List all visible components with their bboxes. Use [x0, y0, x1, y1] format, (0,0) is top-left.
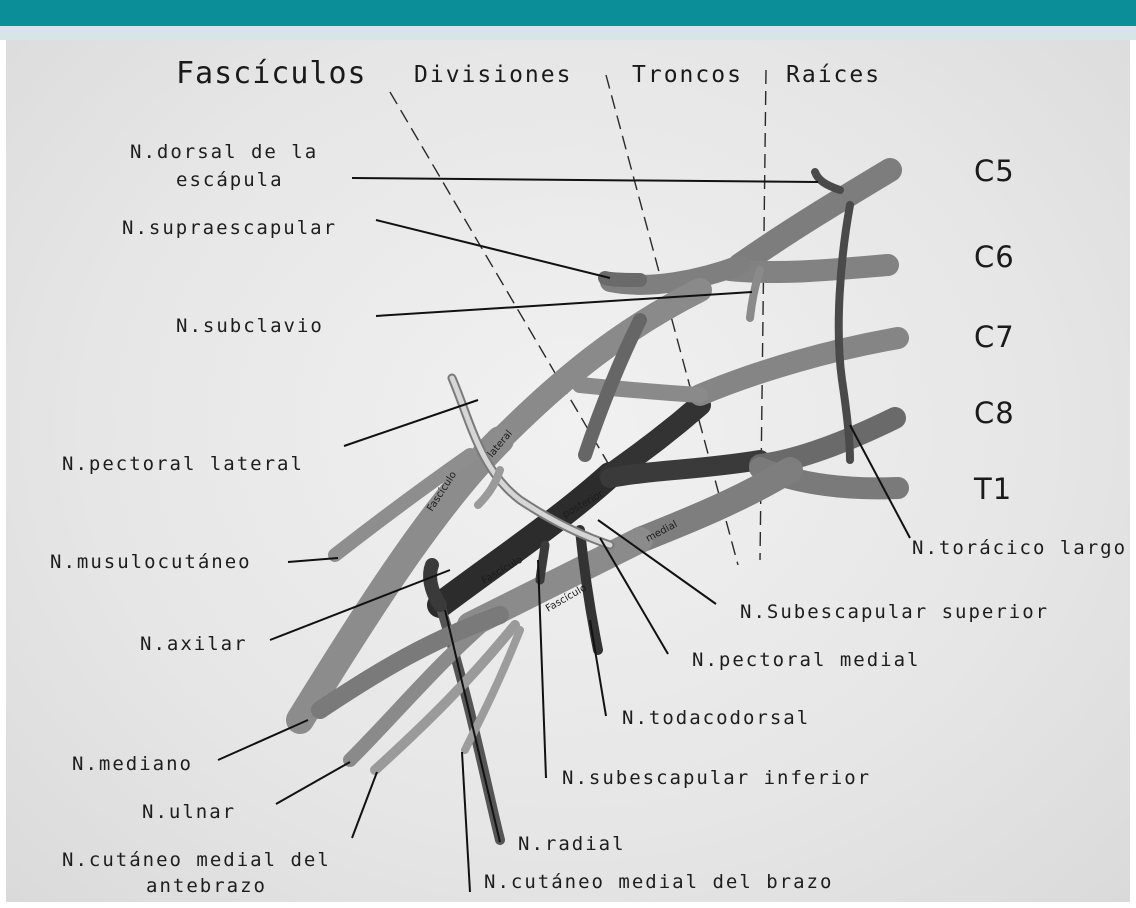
label-cutaneo-brazo: N.cutáneo medial del brazo: [484, 868, 833, 896]
leader-pectoral-lateral: [344, 400, 478, 446]
label-axilar: N.axilar: [140, 630, 248, 658]
label-radial: N.radial: [518, 830, 626, 858]
label-subclavio: N.subclavio: [176, 312, 324, 340]
long-thoracic-roots: [839, 205, 850, 460]
root-c8: [760, 418, 895, 465]
root-label-c5: C5: [974, 154, 1015, 188]
label-toracico-largo: N.torácico largo: [912, 534, 1127, 562]
label-musculocutaneo: N.musulocutáneo: [50, 548, 252, 576]
label-mediano: N.mediano: [72, 750, 193, 778]
label-pectoral-lateral: N.pectoral lateral: [62, 450, 304, 478]
label-dorsal-escapula-2: escápula: [176, 166, 284, 194]
label-dorsal-escapula-1: N.dorsal de la: [130, 138, 318, 166]
header-divisiones: Divisiones: [414, 62, 572, 88]
root-label-c7: C7: [974, 320, 1015, 354]
leader-dorsal-escapula: [352, 178, 818, 182]
header-fasciculos: Fascículos: [176, 56, 367, 91]
leader-ulnar: [276, 762, 350, 804]
leader-cutaneo-brazo: [462, 752, 470, 892]
root-c5: [740, 170, 890, 265]
dorsal-scapular-branch: [815, 172, 840, 190]
label-ulnar: N.ulnar: [142, 798, 236, 826]
label-pectoral-medial: N.pectoral medial: [692, 646, 920, 674]
root-label-t1: T1: [974, 472, 1012, 506]
root-label-c8: C8: [974, 396, 1015, 430]
label-toracodorsal: N.todacodorsal: [622, 704, 810, 732]
label-subescapular-superior: N.Subescapular superior: [740, 598, 1049, 626]
lower-subscapular-branch: [540, 545, 545, 580]
suprascapular-stub: [605, 278, 640, 280]
header-troncos: Troncos: [632, 62, 743, 88]
label-cutaneo-antebrazo-1: N.cutáneo medial del: [62, 846, 331, 874]
anterior-division-middle: [580, 385, 700, 395]
root-label-c6: C6: [974, 240, 1015, 274]
root-c7: [700, 338, 898, 395]
leader-mediano: [218, 720, 308, 760]
root-c6: [730, 265, 888, 272]
divider-fasciculos-divisiones: [390, 92, 612, 470]
label-supraescapular: N.supraescapular: [122, 214, 337, 242]
label-cutaneo-antebrazo-2: antebrazo: [146, 872, 267, 900]
leader-radial: [445, 610, 500, 842]
nerve-trunks: [300, 170, 898, 840]
leader-cutaneo-antebrazo: [352, 772, 377, 838]
leader-supraescapular: [376, 220, 610, 278]
axillary-nerve: [430, 565, 440, 605]
label-subescapular-inferior: N.subescapular inferior: [562, 764, 871, 792]
header-raices: Raíces: [786, 62, 881, 88]
